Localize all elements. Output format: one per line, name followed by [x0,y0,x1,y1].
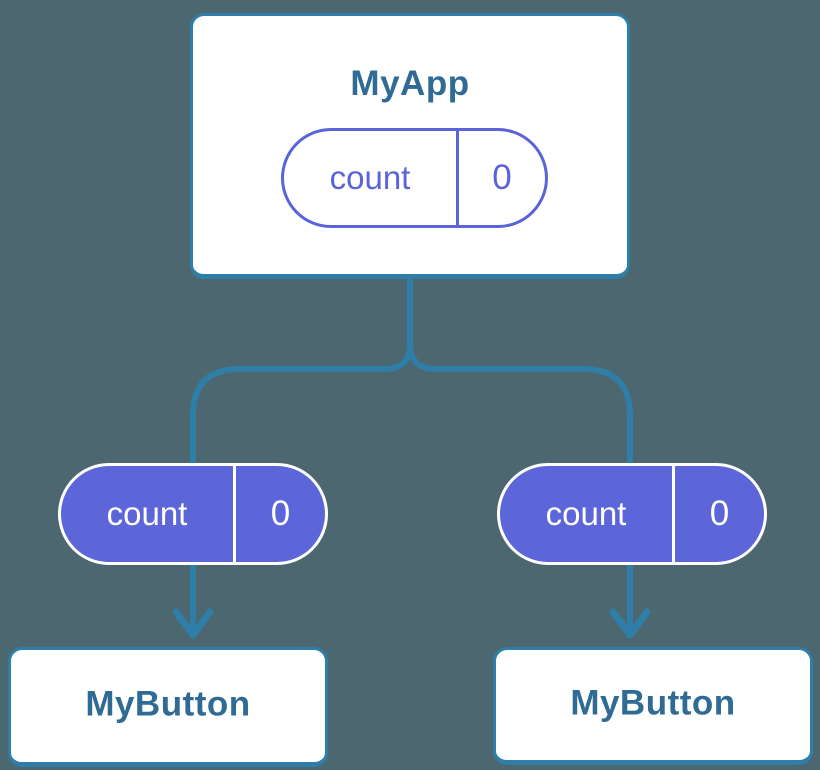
pill-divider [672,466,675,562]
prop-pill-right: count 0 [497,463,767,565]
state-value: 0 [492,158,512,197]
connector-branch-left [190,273,413,629]
connector-branch-right [407,273,633,629]
component-title: MyApp [350,64,470,103]
pill-divider [233,466,236,562]
prop-pill-left: count 0 [58,463,328,565]
component-node-mybutton-right: MyButton [493,647,813,765]
pill-divider [456,131,459,225]
prop-value: 0 [270,494,291,533]
state-pill: count 0 [281,128,548,228]
prop-value: 0 [709,494,730,533]
component-node-myapp: MyApp count 0 [190,13,630,279]
component-title: MyButton [85,684,251,724]
component-node-mybutton-left: MyButton [8,647,328,767]
prop-name: count [545,495,627,532]
arrow-down-icon [609,608,651,639]
component-title: MyButton [570,683,736,723]
prop-name: count [106,495,188,532]
arrow-down-icon [172,608,214,639]
state-name: count [329,159,411,196]
